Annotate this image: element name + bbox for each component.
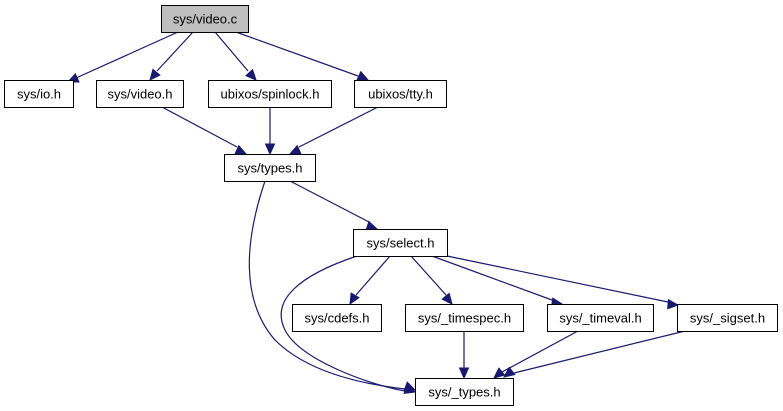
arrowhead-icon (667, 298, 680, 310)
edge-sigset_h-to-_types_h (503, 330, 686, 378)
node-label[interactable]: ubixos/spinlock.h (221, 87, 320, 102)
arrowhead-icon (234, 144, 248, 155)
node-box[interactable] (677, 304, 778, 332)
node-io-h[interactable]: sys/io.h (4, 80, 74, 108)
edge-select_h-to-timeval_h (431, 255, 564, 308)
node-label[interactable]: sys/cdefs.h (304, 311, 369, 326)
edge-line (75, 31, 179, 79)
edge-line (248, 180, 406, 390)
node-label[interactable]: sys/select.h (367, 236, 435, 251)
node-select-h[interactable]: sys/select.h (353, 229, 448, 257)
edge-types_h-to-select_h (289, 180, 379, 231)
node-timespec-h[interactable]: sys/_timespec.h (405, 304, 524, 332)
node-label[interactable]: sys/video.h (107, 87, 172, 102)
edge-line (280, 255, 406, 392)
arrowhead-icon (288, 144, 302, 155)
edge-video_h-to-types_h (161, 106, 248, 155)
node-timeval-h[interactable]: sys/_timeval.h (547, 304, 654, 332)
arrowhead-icon (403, 383, 417, 394)
arrowhead-icon (149, 68, 161, 81)
node-box[interactable] (208, 80, 332, 108)
arrowhead-icon (458, 367, 470, 380)
node-u-types-h[interactable]: sys/_types.h (415, 378, 514, 406)
node-label[interactable]: sys/_timespec.h (418, 311, 511, 326)
nodes-layer: sys/video.c sys/io.h sys/video.h ubixos/spi… (4, 5, 778, 406)
node-tty-h[interactable]: ubixos/tty.h (354, 80, 447, 108)
node-label: sys/video.c (173, 12, 238, 27)
edge-line (289, 180, 370, 223)
node-box[interactable] (224, 154, 316, 182)
node-label[interactable]: sys/_types.h (428, 385, 500, 400)
arrowhead-icon (441, 292, 453, 305)
node-box[interactable] (547, 304, 654, 332)
edge-video_c-to-io_h (66, 31, 179, 83)
edge-select_h-to-_types_h (280, 255, 417, 394)
edge-select_h-to-timespec_h (410, 255, 453, 305)
node-video-h[interactable]: sys/video.h (96, 80, 184, 108)
node-spinlock-h[interactable]: ubixos/spinlock.h (208, 80, 332, 108)
edge-timespec_h-to-_types_h (458, 331, 470, 380)
edge-video_c-to-tty_h (235, 31, 370, 81)
arrowhead-icon (349, 292, 360, 306)
edge-select_h-to-sigset_h (446, 255, 680, 310)
edge-line (298, 106, 379, 148)
node-types-h[interactable]: sys/types.h (224, 154, 316, 182)
edge-line (431, 255, 553, 301)
arrowhead-icon (365, 220, 379, 231)
node-sigset-h[interactable]: sys/_sigset.h (677, 304, 778, 332)
node-label[interactable]: ubixos/tty.h (368, 87, 433, 102)
edge-video_c-to-spinlock_h (214, 31, 257, 81)
edge-spinlock_h-to-types_h (264, 107, 276, 156)
node-box[interactable] (354, 80, 447, 108)
node-box[interactable] (405, 304, 524, 332)
edge-video_c-to-video_h (149, 31, 194, 81)
node-box[interactable] (415, 378, 514, 406)
node-box[interactable] (292, 304, 382, 332)
arrowhead-icon (493, 367, 506, 379)
node-box[interactable] (353, 229, 448, 257)
edge-line (355, 255, 391, 296)
node-label[interactable]: sys/_sigset.h (690, 311, 765, 326)
node-video-c: sys/video.c (161, 5, 249, 33)
arrowhead-icon (264, 143, 276, 156)
edge-line (501, 330, 579, 373)
edge-line (214, 31, 249, 72)
edge-tty_h-to-types_h (288, 106, 379, 155)
edge-line (446, 255, 669, 303)
node-label[interactable]: sys/types.h (237, 161, 302, 176)
edge-line (235, 31, 359, 77)
edge-line (410, 255, 447, 296)
edge-select_h-to-cdefs_h (349, 255, 391, 306)
edge-line (161, 106, 238, 148)
edge-line (513, 330, 686, 374)
edge-line (156, 31, 194, 72)
node-label[interactable]: sys/_timeval.h (559, 311, 641, 326)
node-label[interactable]: sys/io.h (17, 87, 61, 102)
node-box[interactable] (96, 80, 184, 108)
arrowhead-icon (356, 70, 370, 81)
node-box (161, 5, 249, 33)
edge-types_h-to-_types_h (248, 180, 417, 392)
edge-timeval_h-to-_types_h (493, 330, 579, 379)
arrowhead-icon (503, 366, 516, 378)
node-box[interactable] (4, 80, 74, 108)
arrowhead-icon (245, 68, 257, 81)
node-cdefs-h[interactable]: sys/cdefs.h (292, 304, 382, 332)
